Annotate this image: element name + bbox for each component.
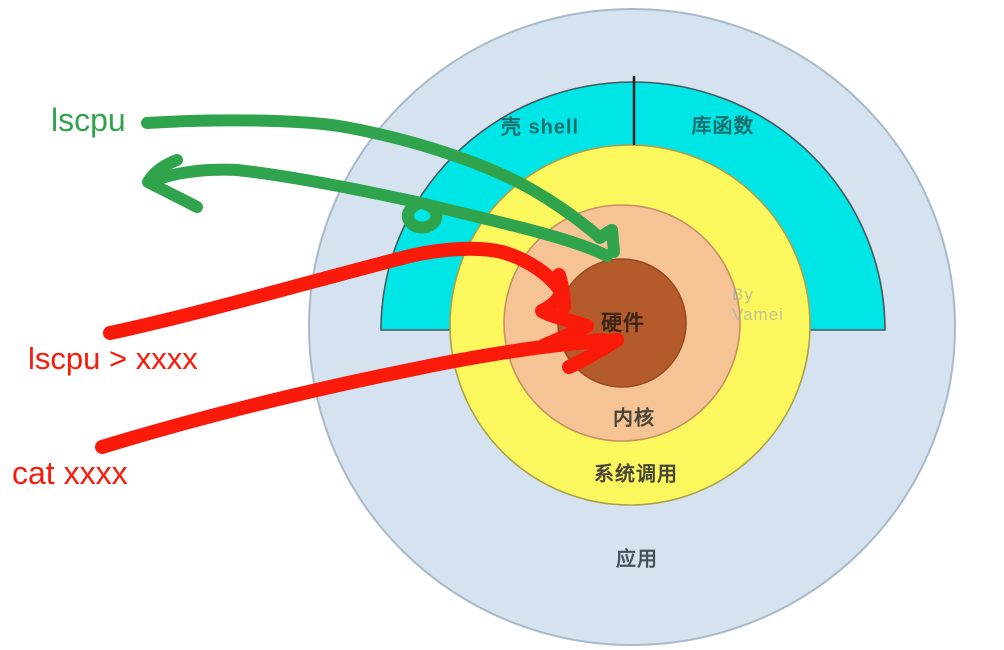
watermark-line1: By [732, 285, 754, 304]
kernel-label: 内核 [613, 407, 655, 430]
lscpu-redirect-command-annotation: lscpu > xxxx [28, 341, 198, 376]
shell-section-label: 壳 shell [500, 116, 580, 139]
green-arrow-lscpu-to-hardware [141, 114, 620, 258]
red-arrow-cat-to-hardware [95, 333, 624, 454]
red-arrowhead-barb [562, 333, 624, 374]
lscpu-command-annotation: lscpu [51, 102, 126, 138]
green-annotation-strokes [141, 114, 620, 262]
syscall-label: 系统调用 [594, 463, 678, 486]
cat-command-annotation: cat xxxx [12, 455, 128, 491]
red-arrow-stub [552, 268, 571, 314]
green-arrow-hardware-to-output [144, 163, 613, 262]
red-annotation-strokes [95, 241, 624, 454]
library-section-label: 库函数 [691, 115, 755, 138]
hardware-label: 硬件 [601, 312, 645, 335]
green-arrowhead [142, 154, 203, 213]
application-label: 应用 [616, 548, 658, 571]
watermark-line2: Vamei [732, 305, 784, 324]
watermark: By Vamei [732, 285, 784, 325]
